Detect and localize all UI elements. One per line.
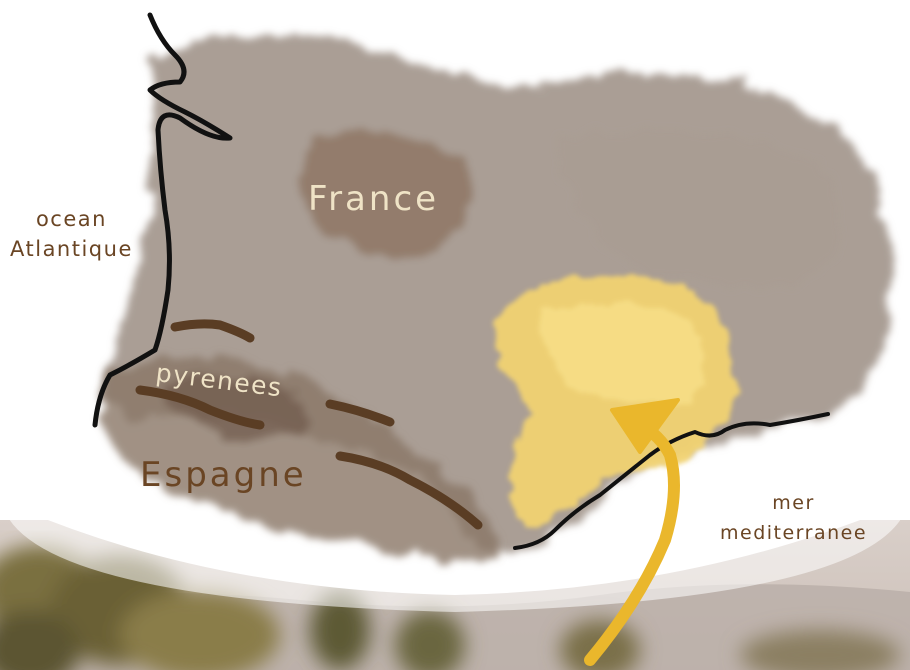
label-mer-line1: mer bbox=[772, 492, 815, 514]
label-france: France bbox=[308, 179, 440, 219]
label-mer-line2: mediterranee bbox=[720, 522, 868, 545]
highlight-region bbox=[495, 274, 736, 530]
label-ocean-line1: ocean bbox=[35, 207, 107, 231]
label-ocean-line2: Atlantique bbox=[10, 237, 133, 262]
mountain-range-icon bbox=[135, 319, 483, 530]
label-espagne: Espagne bbox=[140, 455, 307, 495]
label-mer-mediterranee: mer mediterranee bbox=[720, 488, 867, 549]
atlantic-coastline bbox=[92, 12, 233, 428]
wind-direction-arrow-icon bbox=[584, 398, 680, 666]
label-ocean-atlantique: ocean Atlantique bbox=[10, 204, 133, 265]
